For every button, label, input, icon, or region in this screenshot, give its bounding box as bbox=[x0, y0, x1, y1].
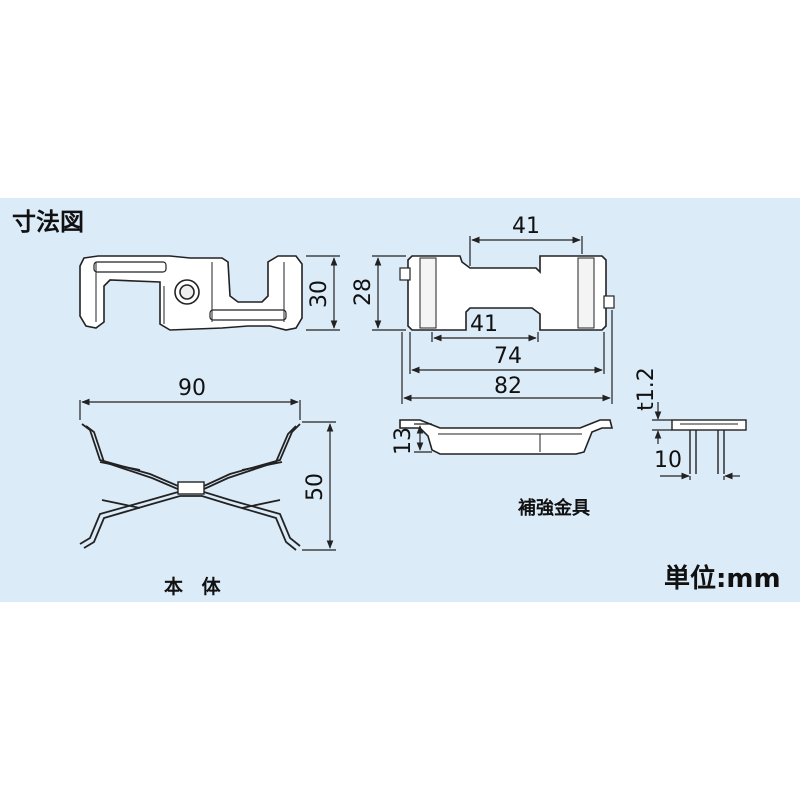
dim-plate-total bbox=[401, 310, 613, 404]
dim-text-plate-height: 28 bbox=[351, 278, 376, 306]
unit-label: 単位:mm bbox=[664, 564, 781, 594]
dim-body-depth bbox=[302, 421, 336, 551]
drawing-title: 寸法図 bbox=[12, 208, 84, 236]
label-body: 本 体 bbox=[164, 576, 227, 598]
dim-plate-height bbox=[372, 255, 406, 331]
dim-text-plate-pin: 10 bbox=[654, 448, 682, 473]
dim-text-plate-slot-bottom: 41 bbox=[470, 312, 498, 337]
plate-end-view bbox=[671, 419, 747, 474]
dim-text-plate-slot-top: 41 bbox=[512, 214, 540, 239]
plate-top-view bbox=[399, 255, 615, 331]
dim-text-body-height: 30 bbox=[307, 280, 332, 308]
dim-text-plate-side: 13 bbox=[391, 427, 416, 455]
dim-body-height bbox=[306, 255, 340, 331]
dim-text-body-depth: 50 bbox=[303, 473, 328, 501]
dim-text-plate-inner: 74 bbox=[494, 344, 522, 369]
dim-plate-pin bbox=[660, 472, 740, 480]
dim-plate-slot-bottom bbox=[431, 332, 539, 342]
dim-plate-inner bbox=[409, 332, 605, 374]
dim-plate-side bbox=[414, 423, 432, 453]
dim-body-width bbox=[79, 398, 301, 420]
body-top-view bbox=[79, 255, 303, 331]
dim-text-plate-total: 82 bbox=[494, 374, 522, 399]
dim-text-body-width: 90 bbox=[178, 376, 206, 401]
body-side-view bbox=[79, 423, 301, 551]
dim-plate-thickness bbox=[652, 402, 672, 444]
label-plate: 補強金具 bbox=[518, 498, 590, 519]
dim-text-plate-thickness: t1.2 bbox=[633, 367, 659, 411]
dim-plate-slot-top bbox=[469, 236, 583, 266]
plate-side-view bbox=[399, 419, 614, 455]
